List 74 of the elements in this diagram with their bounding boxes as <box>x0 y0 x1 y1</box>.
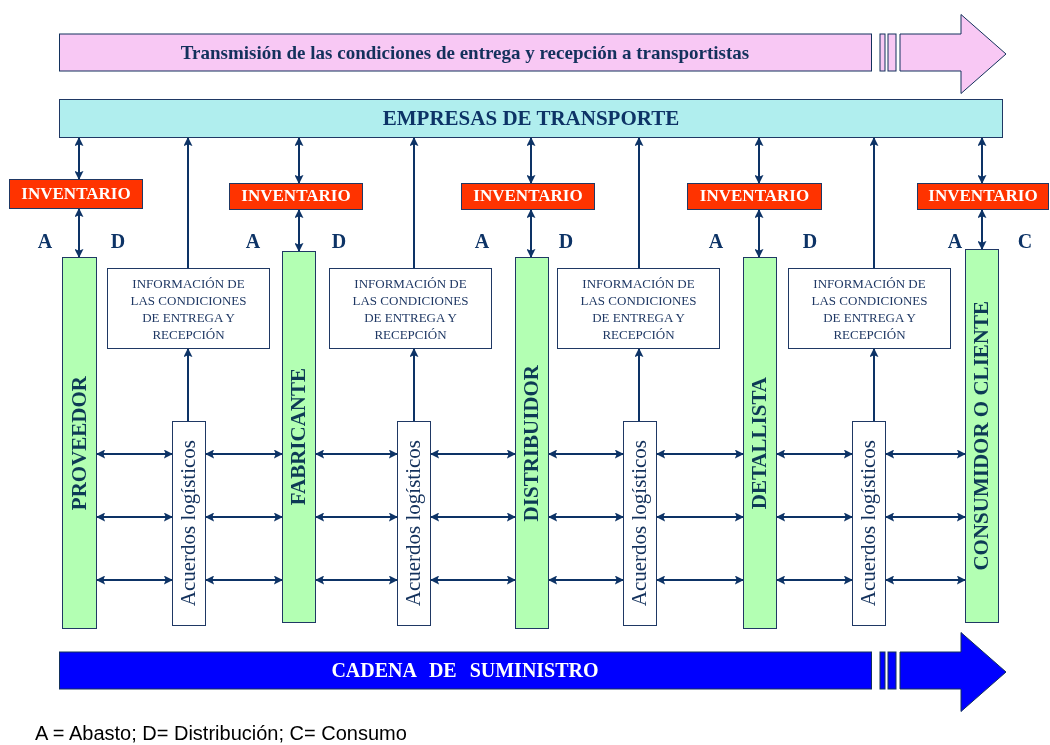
arrow <box>977 137 987 184</box>
arrow <box>885 512 966 522</box>
flow-letter: A <box>474 229 490 253</box>
arrow <box>977 209 987 250</box>
banner-text: Transmisión de las condiciones de entrega y recepción a transportistas <box>179 40 751 65</box>
arrow <box>96 449 173 459</box>
agreement-box: Acuerdos logísticos <box>852 421 886 626</box>
inventory-box: INVENTARIO <box>229 183 363 210</box>
arrow <box>754 209 764 258</box>
arrow <box>96 512 173 522</box>
flow-letter: D <box>558 229 574 253</box>
arrow <box>885 575 966 585</box>
arrow <box>409 348 419 422</box>
flow-letter: A <box>947 229 963 253</box>
actor-column: CONSUMIDOR O CLIENTE <box>965 249 999 623</box>
arrow <box>776 512 853 522</box>
arrow <box>430 512 516 522</box>
actor-column: DISTRIBUIDOR <box>515 257 549 629</box>
agreement-box: Acuerdos logísticos <box>623 421 657 626</box>
banner-text: CADENA DE SUMINISTRO <box>330 658 600 683</box>
arrow <box>315 575 398 585</box>
arrow <box>634 137 644 269</box>
arrow <box>776 449 853 459</box>
arrow <box>754 137 764 184</box>
arrow <box>526 137 536 184</box>
arrow <box>315 512 398 522</box>
flow-letter: D <box>802 229 818 253</box>
arrow <box>294 137 304 184</box>
inventory-box: INVENTARIO <box>9 179 143 209</box>
inventory-box: INVENTARIO <box>917 183 1049 210</box>
arrow <box>656 449 744 459</box>
arrow <box>183 348 193 422</box>
arrow <box>205 575 283 585</box>
arrow <box>294 209 304 252</box>
arrow <box>526 209 536 258</box>
info-box: INFORMACIÓN DE LAS CONDICIONES DE ENTREGA Y RECEPCIÓN <box>788 268 951 349</box>
arrow <box>776 575 853 585</box>
arrow <box>315 449 398 459</box>
arrow <box>548 449 624 459</box>
arrow <box>548 512 624 522</box>
arrow <box>869 137 879 269</box>
inventory-box: INVENTARIO <box>461 183 595 210</box>
arrow <box>634 348 644 422</box>
flow-letter: D <box>331 229 347 253</box>
arrow <box>656 512 744 522</box>
actor-column: FABRICANTE <box>282 251 316 623</box>
arrow <box>430 575 516 585</box>
arrow <box>205 449 283 459</box>
actor-column: DETALLISTA <box>743 257 777 629</box>
agreement-box: Acuerdos logísticos <box>397 421 431 626</box>
arrow <box>96 575 173 585</box>
arrow <box>548 575 624 585</box>
arrow <box>869 348 879 422</box>
arrow <box>74 137 84 180</box>
legend-note: A = Abasto; D= Distribución; C= Consumo <box>35 722 407 745</box>
arrow <box>885 449 966 459</box>
header-bar: EMPRESAS DE TRANSPORTE <box>59 99 1003 138</box>
flow-letter: A <box>245 229 261 253</box>
info-box: INFORMACIÓN DE LAS CONDICIONES DE ENTREGA Y RECEPCIÓN <box>107 268 270 349</box>
agreement-box: Acuerdos logísticos <box>172 421 206 626</box>
arrow <box>183 137 193 269</box>
arrow <box>656 575 744 585</box>
arrow <box>430 449 516 459</box>
info-box: INFORMACIÓN DE LAS CONDICIONES DE ENTREGA Y RECEPCIÓN <box>557 268 720 349</box>
flow-letter: A <box>37 229 53 253</box>
flow-letter: D <box>110 229 126 253</box>
flow-letter: A <box>708 229 724 253</box>
actor-column: PROVEEDOR <box>62 257 97 629</box>
info-box: INFORMACIÓN DE LAS CONDICIONES DE ENTREGA Y RECEPCIÓN <box>329 268 492 349</box>
flow-letter: C <box>1017 229 1033 253</box>
inventory-box: INVENTARIO <box>687 183 822 210</box>
arrow <box>74 208 84 258</box>
arrow <box>205 512 283 522</box>
arrow <box>409 137 419 269</box>
